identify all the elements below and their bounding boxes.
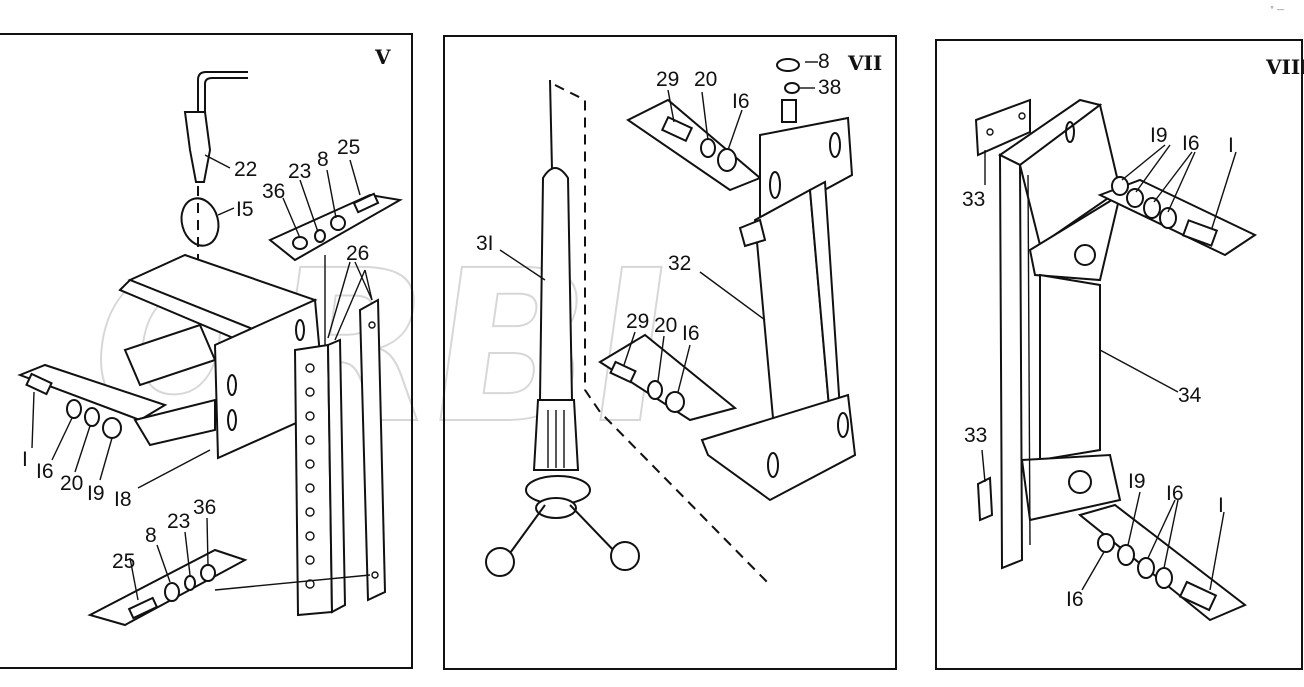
handle-shaft	[485, 79, 640, 577]
callout-23-top: 23	[288, 160, 311, 183]
plate-33-top	[974, 98, 1031, 157]
callout-26: 26	[346, 242, 369, 265]
callout-29-middle: 29	[626, 310, 649, 333]
callout-29-top: 29	[656, 68, 679, 91]
bar-holes	[305, 321, 379, 589]
callout-38: 38	[818, 76, 841, 99]
callout-8-bottom: 8	[145, 524, 157, 547]
callout-i6-top: I6	[1182, 132, 1200, 155]
callout-20-left: 20	[60, 472, 83, 495]
leader-lines-v	[31, 154, 373, 601]
callout-i9-bottom: I9	[1128, 470, 1146, 493]
panel-vii-roman-numeral: VII	[847, 51, 882, 75]
retaining-ring	[180, 197, 220, 247]
panel-vii: VII	[443, 35, 897, 670]
callout-i6-left: I6	[36, 460, 54, 483]
slotted-bar-left	[293, 343, 334, 617]
callout-i9-top: I9	[1150, 124, 1168, 147]
callout-i-top: I	[1228, 134, 1234, 157]
plate-33-bottom	[976, 476, 994, 522]
callout-8-top: 8	[317, 148, 329, 171]
callout-i6-top: I6	[732, 90, 750, 113]
panel-viii: VIII	[935, 39, 1304, 670]
callout-i-left: I	[22, 448, 28, 471]
panel-v-roman-numeral: V	[374, 45, 391, 69]
panel-viii-roman-numeral: VIII	[1265, 55, 1304, 79]
callout-20-top: 20	[694, 68, 717, 91]
callout-33-bottom: 33	[964, 424, 987, 447]
corner-mark: ° —	[1270, 5, 1285, 14]
frame-part-32	[598, 98, 857, 502]
panel-vii-frame	[443, 35, 897, 670]
panel-v: V	[0, 33, 413, 669]
callout-22: 22	[234, 158, 257, 181]
callout-25-top: 25	[337, 136, 360, 159]
callout-34: 34	[1178, 384, 1202, 407]
callout-32: 32	[668, 252, 691, 275]
callout-i5: I5	[236, 198, 254, 221]
callout-i9-left: I9	[87, 482, 105, 505]
channel-frame-34	[998, 98, 1122, 570]
callout-3i: 3I	[476, 232, 494, 255]
callout-36-bottom: 36	[193, 496, 216, 519]
callout-25-bottom: 25	[112, 550, 135, 573]
leader-lines-viii	[981, 144, 1237, 591]
callout-23-bottom: 23	[167, 510, 190, 533]
callout-i-bottom: I	[1218, 494, 1224, 517]
callout-i6-bottom-right: I6	[1166, 482, 1184, 505]
callout-20-middle: 20	[654, 314, 677, 337]
callout-i6-bottom-left: I6	[1066, 588, 1084, 611]
callout-8-vii: 8	[818, 50, 830, 73]
callout-i8: I8	[114, 488, 132, 511]
slotted-bar-right	[358, 298, 387, 602]
callout-i6-middle: I6	[682, 322, 700, 345]
leader-lines-vii	[499, 61, 818, 393]
callout-36-top: 36	[262, 180, 285, 203]
panel-v-frame	[0, 33, 413, 669]
panel-viii-frame	[935, 39, 1303, 670]
pin-part	[183, 71, 248, 183]
callout-33-top: 33	[962, 188, 985, 211]
